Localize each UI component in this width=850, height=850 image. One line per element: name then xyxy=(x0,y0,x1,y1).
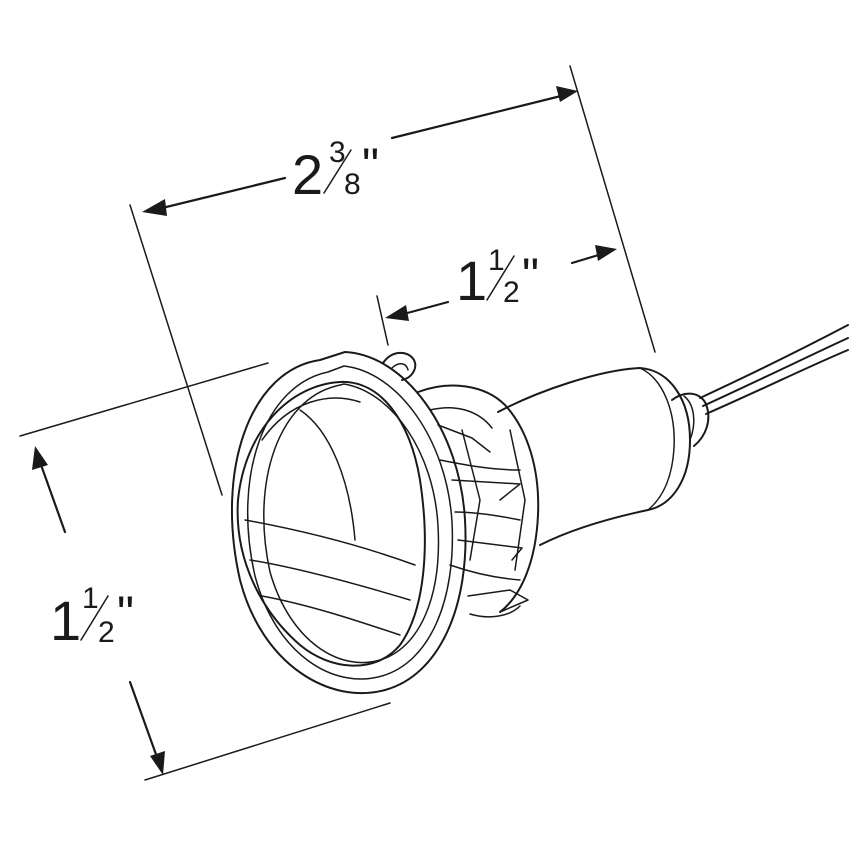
body-length-whole: 1 xyxy=(456,249,487,312)
extension-lines xyxy=(19,65,656,781)
body-length-label: 1 1 2 " xyxy=(456,244,539,312)
body-length-denominator: 2 xyxy=(503,276,520,309)
body-length-unit: " xyxy=(522,250,539,303)
diameter-numerator: 1 xyxy=(82,582,99,615)
arrowhead-overall-right xyxy=(556,86,578,102)
overall-dimension-line-left xyxy=(156,176,287,211)
diameter-dimension-line-bottom xyxy=(128,680,160,762)
overall-length-whole: 2 xyxy=(292,143,323,206)
diameter-dimension: 1 1 2 " xyxy=(32,446,165,775)
arrowhead-overall-left xyxy=(142,199,167,216)
dome-lens xyxy=(236,380,426,667)
overall-length-unit: " xyxy=(362,140,379,193)
arrowhead-body-right xyxy=(595,245,617,261)
extension-line-diameter-bottom xyxy=(144,702,391,781)
diameter-dimension-line-top xyxy=(38,460,67,534)
overall-length-dimension: 2 3 8 " xyxy=(142,86,578,216)
extension-line-diameter-top xyxy=(19,362,269,437)
extension-line-overall-left xyxy=(129,204,223,496)
overall-length-label: 2 3 8 " xyxy=(292,136,379,206)
lamp-body-housing xyxy=(497,367,691,546)
arrowhead-body-left xyxy=(385,305,409,321)
diameter-fraction-bar xyxy=(80,595,109,641)
arrowhead-diameter-bottom xyxy=(150,751,165,775)
retainer-clips xyxy=(382,351,540,618)
extension-line-body-left xyxy=(376,295,389,346)
overall-length-numerator: 3 xyxy=(329,136,346,169)
overall-length-denominator: 8 xyxy=(344,168,361,201)
wire-leads xyxy=(699,324,849,415)
body-dimension-line-left xyxy=(398,300,450,317)
diameter-label: 1 1 2 " xyxy=(50,582,134,652)
extension-line-overall-right xyxy=(569,65,656,353)
body-length-numerator: 1 xyxy=(488,244,505,277)
body-length-fraction-bar xyxy=(486,255,515,301)
overall-length-fraction-bar xyxy=(323,149,352,194)
overall-dimension-line-right xyxy=(390,93,567,140)
diameter-unit: " xyxy=(117,588,134,641)
arrowhead-diameter-top xyxy=(32,446,48,470)
marker-lamp-illustration xyxy=(230,324,849,695)
diameter-denominator: 2 xyxy=(98,616,115,649)
body-length-dimension: 1 1 2 " xyxy=(385,244,617,321)
mounting-flange xyxy=(230,351,467,695)
diameter-whole: 1 xyxy=(50,589,81,652)
wire-grommet xyxy=(671,392,710,447)
